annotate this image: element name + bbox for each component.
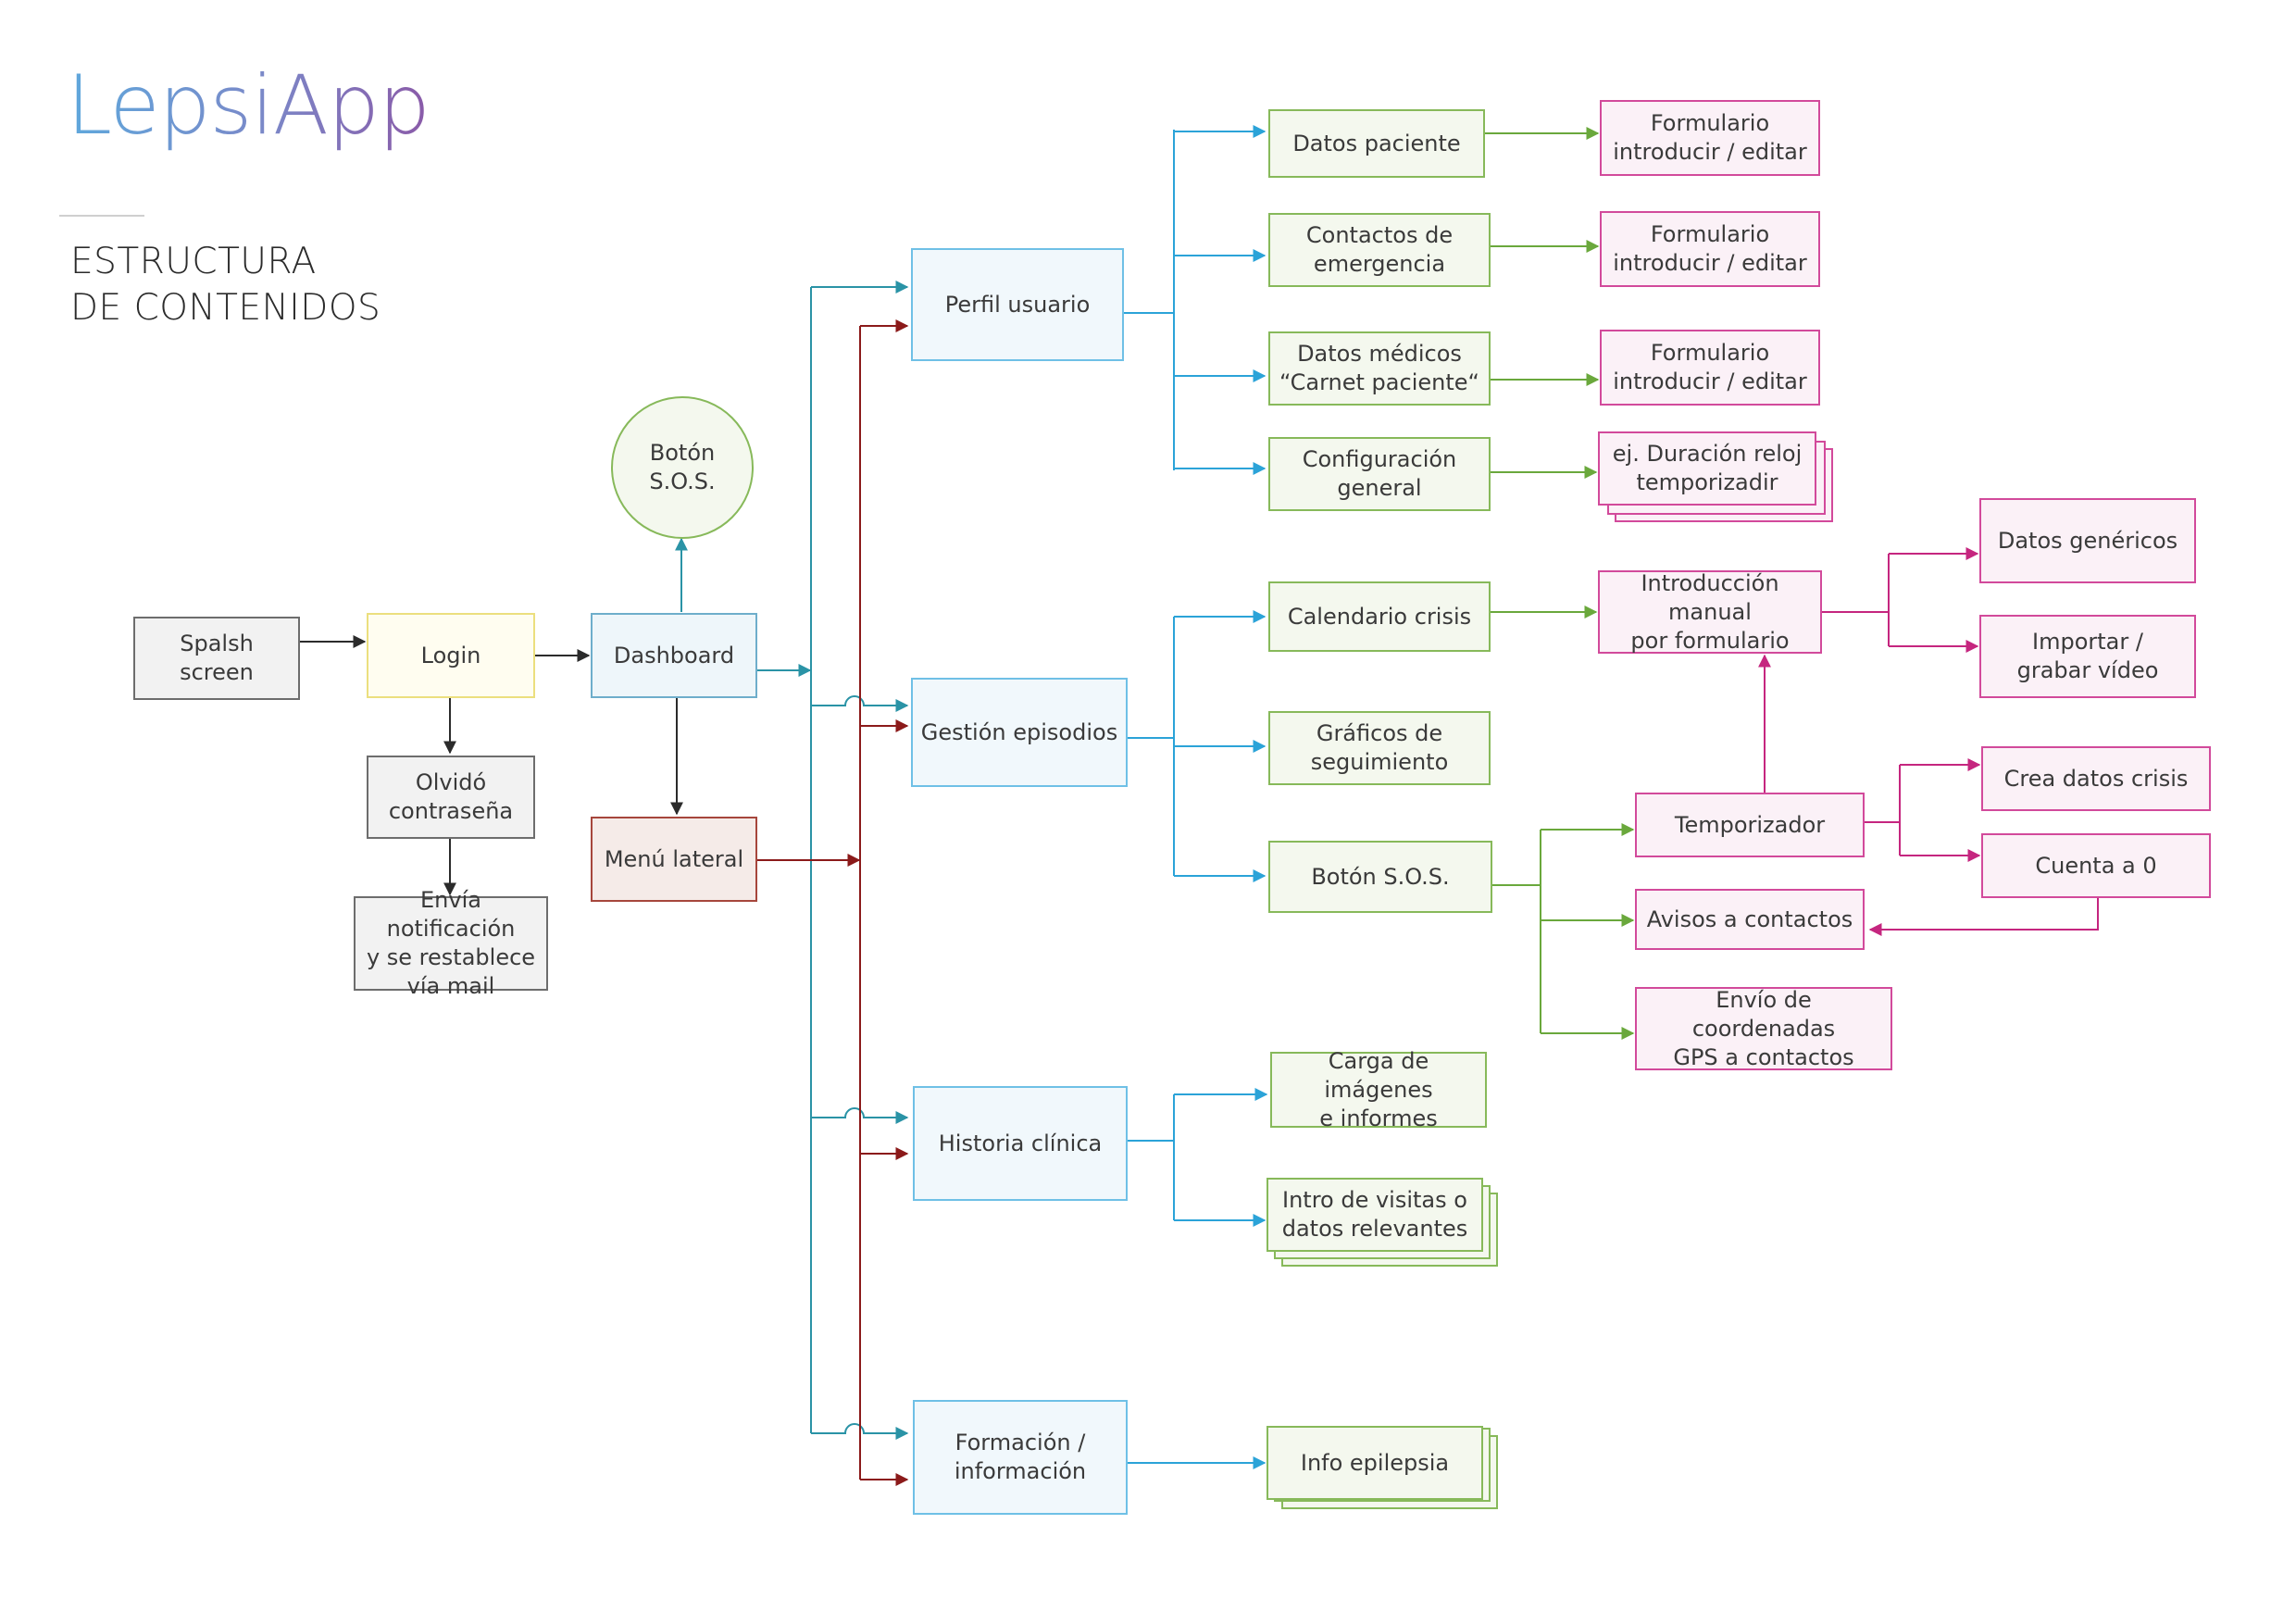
node-intro-visitas: Intro de visitas o datos relevantes (1267, 1178, 1483, 1252)
title-rule (59, 215, 144, 217)
node-datos-paciente: Datos paciente (1268, 109, 1485, 178)
node-calendario-crisis: Calendario crisis (1268, 581, 1491, 652)
logo: LepsiApp (67, 57, 430, 153)
node-boton-sos-circle: Botón S.O.S. (611, 396, 754, 539)
node-avisos-contactos: Avisos a contactos (1635, 889, 1865, 950)
node-historia-clinica: Historia clínica (913, 1086, 1128, 1201)
node-importar-video: Importar / grabar vídeo (1979, 615, 2196, 698)
node-graficos-seguimiento: Gráficos de seguimiento (1268, 711, 1491, 785)
node-login: Login (367, 613, 535, 698)
title-line-1: ESTRUCTURA (70, 241, 317, 282)
node-formacion-informacion: Formación / información (913, 1400, 1128, 1515)
edge-teal-historia (811, 1107, 909, 1124)
node-ej-duracion: ej. Duración reloj temporizadir (1598, 431, 1816, 506)
node-datos-medicos: Datos médicos “Carnet paciente“ (1268, 331, 1491, 406)
node-info-epilepsia: Info epilepsia (1267, 1426, 1483, 1500)
node-perfil-usuario: Perfil usuario (911, 248, 1124, 361)
node-dashboard: Dashboard (591, 613, 757, 698)
title-line-2: DE CONTENIDOS (70, 287, 381, 329)
node-formulario-1: Formulario introducir / editar (1600, 100, 1820, 176)
node-envia-notificacion: Envía notificación y se restablece vía m… (354, 887, 548, 999)
node-olvido-contrasena: Olvidó contraseña (367, 756, 535, 839)
node-menu-lateral: Menú lateral (591, 817, 757, 902)
node-introduccion-manual: Introducción manual por formulario (1598, 570, 1822, 654)
node-envio-gps: Envío de coordenadas GPS a contactos (1635, 987, 1892, 1070)
edge-teal-formacion (811, 1423, 909, 1440)
node-cuenta-a-0: Cuenta a 0 (1981, 833, 2211, 898)
node-boton-sos: Botón S.O.S. (1268, 841, 1492, 913)
edge-teal-gestion (811, 695, 909, 712)
node-configuracion-general: Configuración general (1268, 437, 1491, 511)
node-splash-screen: Spalsh screen (133, 617, 300, 700)
node-contactos-emergencia: Contactos de emergencia (1268, 213, 1491, 287)
node-formulario-2: Formulario introducir / editar (1600, 211, 1820, 287)
node-temporizador: Temporizador (1635, 793, 1865, 857)
page-title: ESTRUCTURA DE CONTENIDOS (70, 239, 381, 331)
node-carga-imagenes: Carga de imágenes e informes (1270, 1048, 1487, 1131)
node-datos-genericos: Datos genéricos (1979, 498, 2196, 583)
node-gestion-episodios: Gestión episodios (911, 678, 1128, 787)
node-formulario-3: Formulario introducir / editar (1600, 330, 1820, 406)
node-crea-datos-crisis: Crea datos crisis (1981, 746, 2211, 811)
edge-cuenta-avisos (1868, 898, 2099, 936)
